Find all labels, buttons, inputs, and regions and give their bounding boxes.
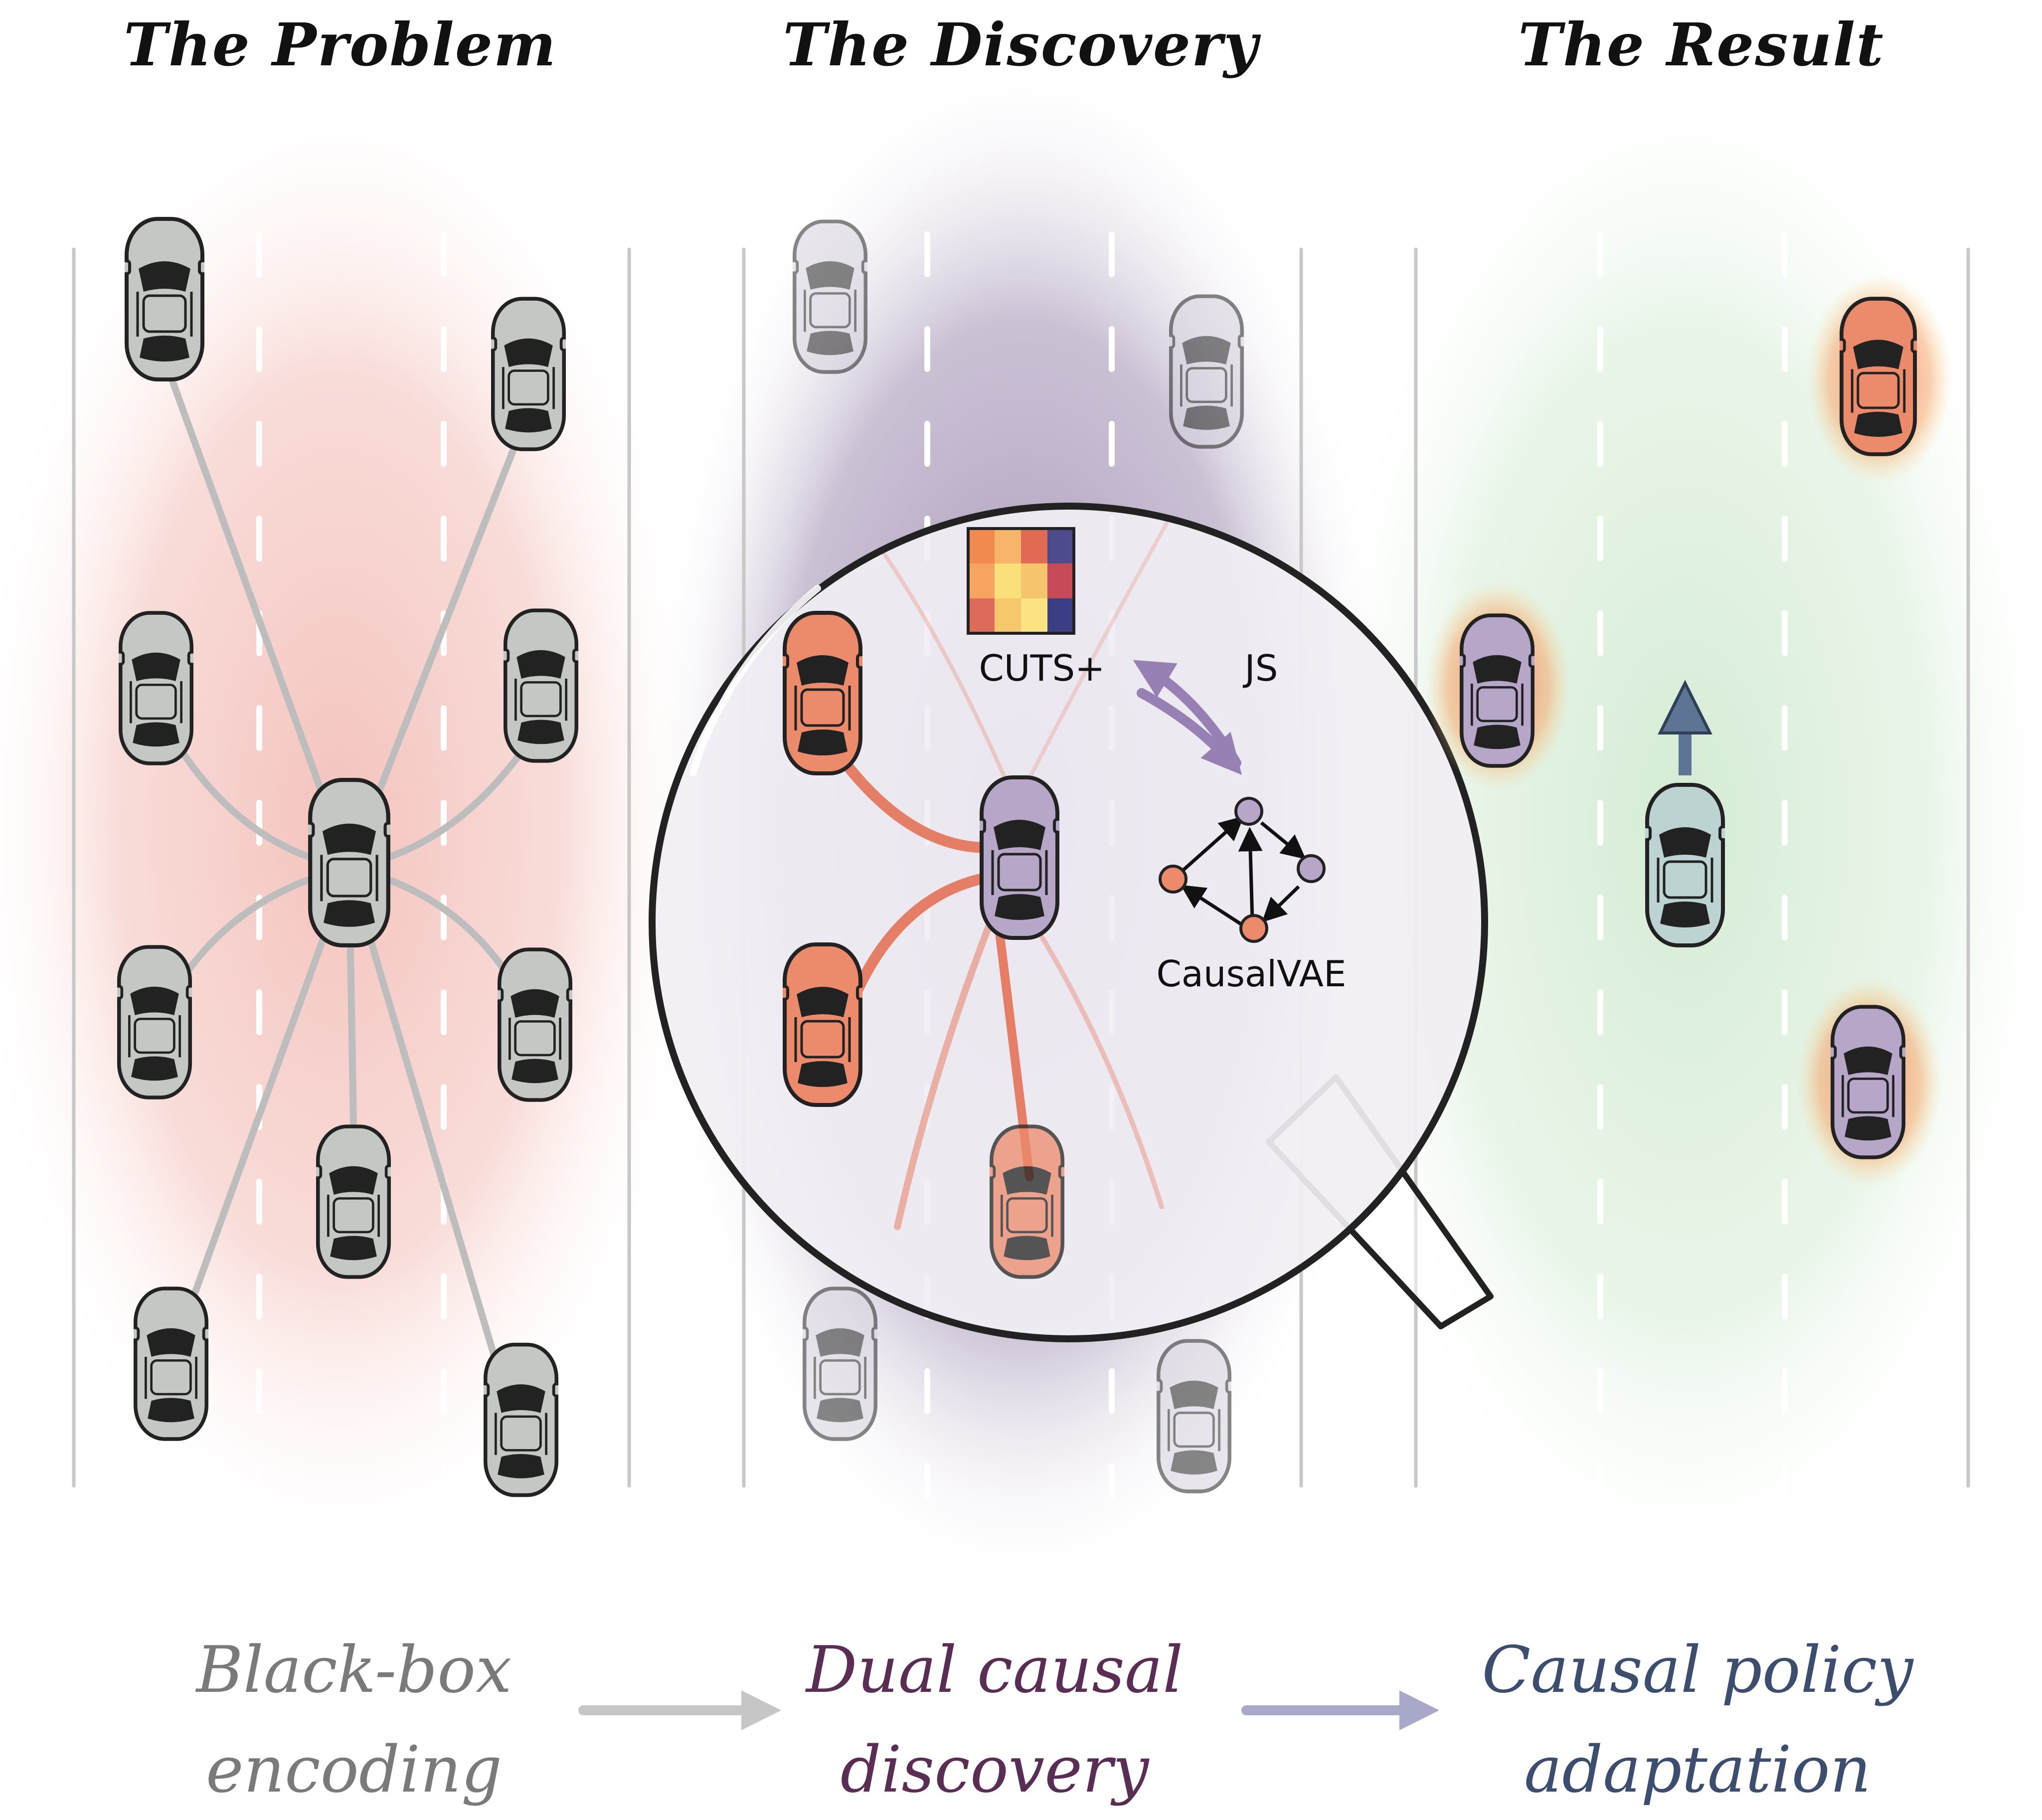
panel-title-discovery: The Discovery: [783, 10, 1259, 79]
car-icon: [115, 613, 197, 763]
graph-label: CausalVAE: [1156, 953, 1346, 995]
heatmap-cell: [968, 598, 995, 633]
lens-glare: [689, 585, 821, 776]
graph-node: [1239, 914, 1268, 943]
caption-result: Causal policy adaptation: [1448, 1621, 1947, 1820]
caption-problem: Black-box encoding: [105, 1621, 603, 1820]
graph-node: [1297, 854, 1326, 883]
car-icon: [480, 1345, 562, 1495]
car-icon: [986, 1126, 1068, 1277]
car-icon: [1153, 1341, 1235, 1491]
caption-discovery: Dual causal discovery: [745, 1621, 1244, 1820]
heatmap: [967, 527, 1075, 635]
car-icon: [799, 1288, 881, 1439]
caption-line: Black-box: [196, 1633, 512, 1707]
heatmap-border: [967, 527, 1075, 635]
caption-line: discovery: [840, 1733, 1149, 1807]
heatmap-cell: [1047, 598, 1074, 633]
edge: [1024, 910, 1164, 1209]
heatmap-cell: [995, 598, 1021, 633]
road-lines-problem: [72, 231, 631, 1499]
heatmap-cell: [968, 563, 995, 598]
heatmap-label: CUTS+: [979, 647, 1105, 689]
causal-graph: [1159, 797, 1326, 943]
car-icon: [1456, 615, 1538, 766]
edge: [345, 864, 523, 1445]
heatmap-cell: [1021, 529, 1047, 563]
magnifier-lens: [649, 503, 1488, 1342]
car-icon: [789, 221, 871, 372]
car-icon: [779, 613, 866, 773]
edge: [894, 914, 996, 1230]
heatmap-cell: [1047, 529, 1074, 563]
graph-node: [1234, 797, 1263, 826]
heatmap-cell: [995, 563, 1021, 598]
heatmap-cell: [968, 529, 995, 563]
edge: [832, 747, 993, 853]
car-icon: [494, 949, 576, 1100]
caption-line: Dual causal: [806, 1633, 1184, 1707]
heatmap-cell: [995, 529, 1021, 563]
up-arrow-icon: [1658, 680, 1712, 775]
car-icon-central: [304, 780, 394, 945]
heatmap-cell: [1047, 563, 1074, 598]
heatmap-cell: [1021, 563, 1047, 598]
car-icon: [130, 1288, 212, 1439]
car-icon: [500, 610, 582, 761]
car-icon: [1836, 299, 1921, 454]
caption-line: encoding: [205, 1733, 503, 1807]
edge: [169, 864, 352, 1360]
car-icon: [1166, 296, 1248, 447]
car-icon: [488, 299, 570, 449]
edge: [161, 356, 352, 871]
js-label: JS: [1243, 647, 1278, 689]
car-icon-ego: [1641, 785, 1729, 945]
car-icon: [313, 1126, 395, 1277]
panel-title-problem: The Problem: [124, 10, 557, 79]
caption-line: adaptation: [1524, 1733, 1872, 1807]
car-icon-ego: [976, 777, 1063, 938]
edge: [1025, 522, 1169, 785]
car-icon: [1827, 1007, 1909, 1157]
car-icon: [779, 944, 866, 1105]
panel-title-result: The Result: [1518, 10, 1884, 79]
graph-node: [1159, 865, 1188, 894]
caption-line: Causal policy: [1482, 1633, 1913, 1707]
heatmap-cell: [1021, 598, 1047, 633]
car-icon: [114, 947, 196, 1097]
car-icon: [121, 219, 208, 379]
exchange-arrows: [1133, 660, 1242, 775]
